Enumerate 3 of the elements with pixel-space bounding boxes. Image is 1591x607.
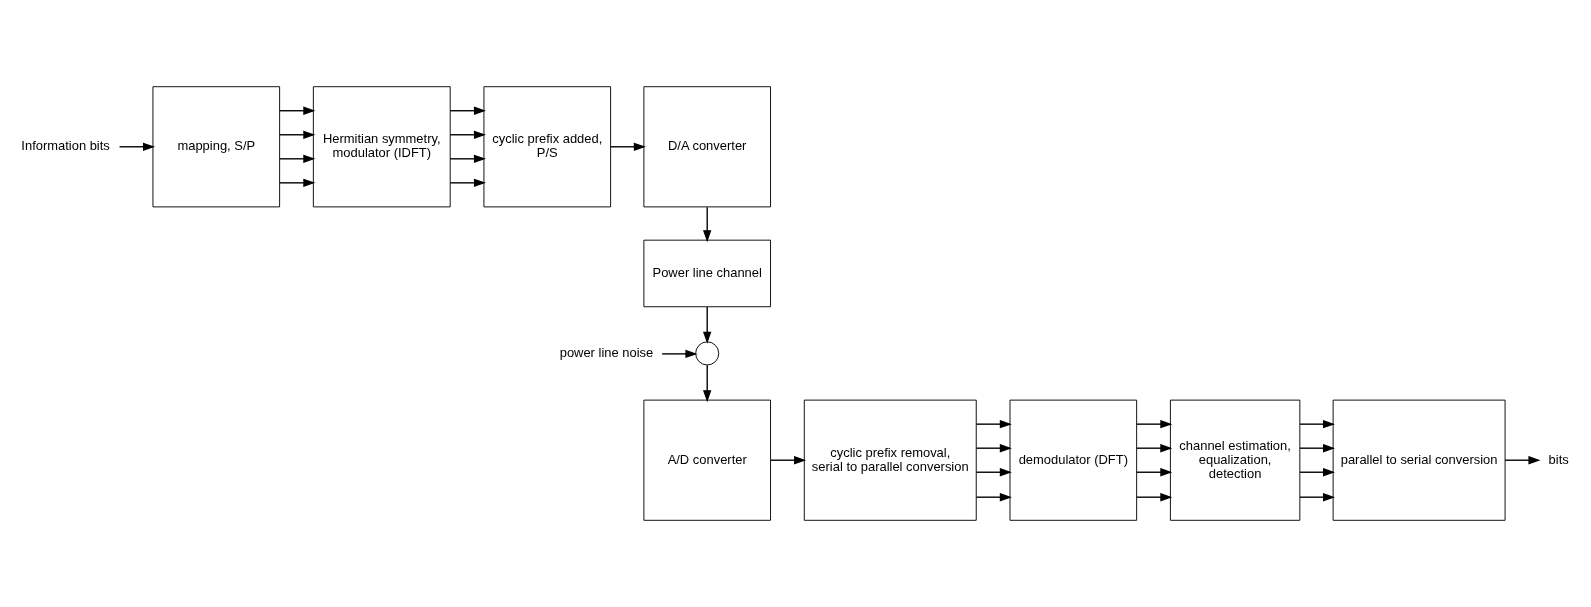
node-text: Information bits bbox=[21, 138, 110, 154]
node-text: power line noise bbox=[559, 344, 654, 360]
node-text: bits bbox=[1548, 451, 1569, 467]
